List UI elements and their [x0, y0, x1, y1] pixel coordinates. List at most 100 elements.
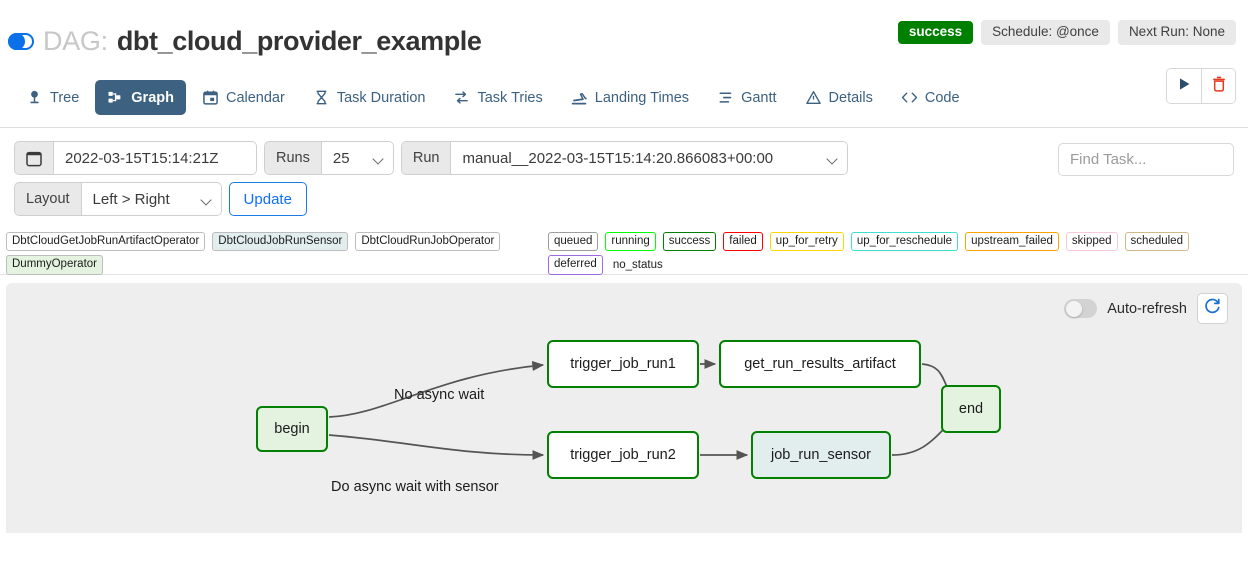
tab-task-duration[interactable]: Task Duration: [301, 80, 438, 115]
find-task-input[interactable]: Find Task...: [1058, 143, 1234, 176]
filter-row-secondary: Layout Left > Right Update: [14, 182, 1234, 216]
tab-code[interactable]: Code: [889, 80, 972, 115]
runs-label: Runs: [264, 141, 322, 175]
auto-refresh-toggle[interactable]: [1064, 299, 1098, 318]
node-label: get_run_results_artifact: [744, 356, 896, 372]
calendar-icon[interactable]: [14, 141, 54, 175]
runs-select[interactable]: 25: [321, 141, 394, 175]
tab-label: Task Tries: [477, 89, 543, 106]
node-label: job_run_sensor: [771, 447, 871, 463]
gantt-icon: [717, 89, 734, 106]
edge-label-do-async-wait-with-sensor: Do async wait with sensor: [331, 479, 499, 495]
legend-operator[interactable]: DbtCloudJobRunSensor: [212, 232, 349, 252]
legend-status[interactable]: running: [605, 232, 656, 252]
node-label: begin: [274, 421, 310, 437]
tab-task-tries[interactable]: Task Tries: [441, 80, 554, 115]
page-title: DAG: dbt_cloud_provider_example: [8, 26, 482, 57]
tab-label: Code: [924, 89, 960, 106]
dag-name: dbt_cloud_provider_example: [116, 26, 482, 56]
layout-group: Layout Left > Right: [14, 182, 222, 216]
graph-icon: [107, 89, 124, 106]
dag-pause-toggle[interactable]: [8, 33, 34, 50]
schedule-badge[interactable]: Schedule: @once: [981, 20, 1110, 45]
hourglass-icon: [313, 89, 330, 106]
tab-landing-times[interactable]: Landing Times: [559, 80, 701, 115]
operator-legend: DbtCloudGetJobRunArtifactOperator DbtClo…: [6, 232, 501, 275]
page-header: DAG: dbt_cloud_provider_example success …: [0, 0, 1248, 70]
refresh-button[interactable]: [1197, 293, 1228, 324]
graph-node-get-run-results-artifact[interactable]: get_run_results_artifact: [719, 340, 921, 388]
status-badge: success: [897, 21, 974, 44]
trash-icon: [1212, 76, 1226, 97]
tree-icon: [26, 89, 43, 106]
next-run-badge: Next Run: None: [1117, 20, 1236, 45]
graph-node-job-run-sensor[interactable]: job_run_sensor: [751, 431, 891, 479]
tab-label: Calendar: [225, 89, 285, 106]
play-icon: [1178, 77, 1191, 96]
operator-legend-row: DummyOperator: [6, 255, 500, 275]
tab-tree[interactable]: Tree: [14, 80, 91, 115]
landing-icon: [571, 89, 588, 106]
dag-label: DAG:: [43, 26, 108, 56]
execution-date-group: 2022-03-15T15:14:21Z: [14, 141, 257, 175]
graph-edges: [328, 359, 958, 460]
retry-icon: [453, 89, 470, 106]
header-badges: success Schedule: @once Next Run: None: [897, 20, 1236, 45]
edge-label-no-async-wait: No async wait: [394, 387, 485, 403]
delete-dag-button[interactable]: [1201, 69, 1235, 103]
tab-label: Gantt: [741, 89, 777, 106]
legend-status[interactable]: upstream_failed: [965, 232, 1059, 252]
legend-status[interactable]: failed: [723, 232, 763, 252]
legend-status[interactable]: skipped: [1065, 232, 1118, 252]
warning-icon: [805, 89, 822, 106]
operator-legend-row: DbtCloudGetJobRunArtifactOperator DbtClo…: [6, 232, 501, 252]
trigger-dag-button[interactable]: [1167, 69, 1201, 103]
view-tabbar: Tree Graph Calendar Task Duration Task T: [0, 68, 1248, 128]
execution-date-input[interactable]: 2022-03-15T15:14:21Z: [54, 141, 257, 175]
status-legend: queued running success failed up_for_ret…: [548, 232, 1189, 275]
dag-action-buttons: [1166, 68, 1236, 104]
view-tabs: Tree Graph Calendar Task Duration Task T: [14, 80, 972, 115]
tab-gantt[interactable]: Gantt: [705, 80, 788, 115]
run-label: Run: [400, 141, 452, 175]
update-button[interactable]: Update: [228, 182, 307, 216]
legend-no-status: no_status: [612, 259, 663, 272]
graph-node-end[interactable]: end: [941, 385, 1001, 433]
tab-calendar[interactable]: Calendar: [190, 80, 297, 115]
legend-operator[interactable]: DbtCloudRunJobOperator: [355, 232, 501, 252]
graph-canvas[interactable]: Auto-refresh begin trigger_job_run1 get_…: [6, 283, 1242, 533]
tab-graph[interactable]: Graph: [95, 80, 186, 115]
runs-group: Runs 25: [264, 141, 394, 175]
legend-operator[interactable]: DummyOperator: [6, 255, 103, 275]
legend-status[interactable]: success: [662, 232, 717, 252]
code-icon: [901, 89, 918, 106]
legend-status[interactable]: scheduled: [1124, 232, 1189, 252]
filter-row-primary: 2022-03-15T15:14:21Z Runs 25 Run manual_…: [14, 141, 1234, 175]
tab-label: Details: [828, 89, 873, 106]
layout-select[interactable]: Left > Right: [81, 182, 222, 216]
run-select[interactable]: manual__2022-03-15T15:14:20.866083+00:00: [451, 141, 849, 175]
auto-refresh-label: Auto-refresh: [1107, 300, 1187, 317]
status-legend-row: deferred no_status: [548, 255, 1189, 275]
graph-node-trigger-job-run1[interactable]: trigger_job_run1: [547, 340, 699, 388]
tab-label: Tree: [50, 89, 80, 106]
graph-node-trigger-job-run2[interactable]: trigger_job_run2: [547, 431, 699, 479]
auto-refresh-controls: Auto-refresh: [1064, 293, 1228, 324]
node-label: trigger_job_run1: [570, 356, 676, 372]
legend-operator[interactable]: DbtCloudGetJobRunArtifactOperator: [6, 232, 206, 252]
legend-status[interactable]: up_for_retry: [769, 232, 844, 252]
layout-label: Layout: [14, 182, 82, 216]
legend-status[interactable]: up_for_reschedule: [850, 232, 959, 252]
run-group: Run manual__2022-03-15T15:14:20.866083+0…: [400, 141, 849, 175]
tab-details[interactable]: Details: [793, 80, 885, 115]
filter-bar: 2022-03-15T15:14:21Z Runs 25 Run manual_…: [14, 141, 1234, 217]
graph-node-begin[interactable]: begin: [256, 406, 328, 452]
legend-bar: DbtCloudGetJobRunArtifactOperator DbtClo…: [0, 227, 1248, 275]
tab-label: Landing Times: [594, 89, 690, 106]
tab-label: Graph: [131, 89, 174, 106]
legend-status[interactable]: queued: [548, 232, 599, 252]
calendar-icon: [202, 89, 219, 106]
legend-status[interactable]: deferred: [548, 255, 603, 275]
node-label: end: [958, 401, 984, 417]
status-legend-row: queued running success failed up_for_ret…: [548, 232, 1189, 252]
